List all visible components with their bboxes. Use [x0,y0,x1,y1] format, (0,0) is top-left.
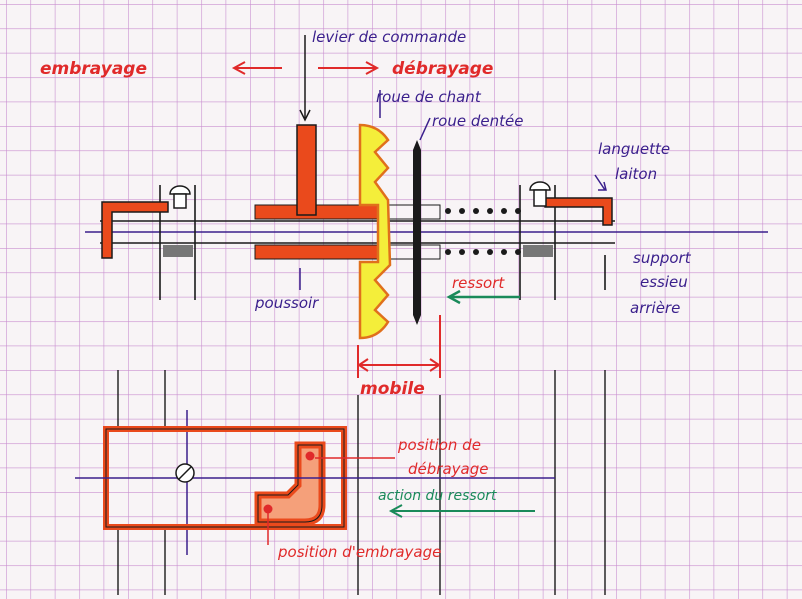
label-embrayage: embrayage [40,59,147,79]
label-action-du-ressort: action du ressort [378,488,497,504]
label-roue-dentee: roue dentée [432,112,523,130]
languette-laiton [544,197,613,226]
sleeve-upper [254,204,381,220]
lower-guide-lines [117,370,606,595]
lever-indicator [299,35,311,122]
ressort-arrow [446,289,520,305]
roue-dentee-pointer [419,117,431,141]
debrayage-position-dot [305,451,315,461]
action-ressort-arrow [388,504,535,518]
sleeve-lower [254,244,381,260]
label-ressort: ressort [452,274,505,292]
screw-icon [175,463,195,483]
label-position-de: position de [397,436,481,454]
left-bracket [101,201,169,259]
roue-de-chant [358,123,392,340]
label-debrayage-position: débrayage [408,460,488,478]
mobile-dimension [357,315,441,378]
label-levier-de-commande: levier de commande [312,28,466,46]
ressort-spring [445,208,521,255]
label-roue-de-chant: roue de chant [376,88,482,106]
label-support: support [633,249,692,267]
label-languette: languette [598,140,670,158]
label-poussoir: poussoir [254,294,319,312]
bearing-left [163,245,193,257]
embrayage-arrow [231,61,282,75]
levier-de-commande [296,124,317,216]
bearing-right [523,245,553,257]
label-laiton: laiton [615,165,657,183]
roue-dentee [413,140,421,325]
debrayage-arrow [318,61,380,75]
label-arriere: arrière [630,299,680,317]
label-debrayage: débrayage [392,59,493,79]
label-mobile: mobile [360,379,425,399]
embrayage-position-dot [263,504,273,514]
label-position-embrayage: position d'embrayage [277,543,441,561]
screw-icon [169,181,551,209]
label-essieu: essieu [640,273,688,291]
l-slot-outline [257,444,323,523]
languette-pointer [594,174,607,191]
shaft [100,220,615,244]
